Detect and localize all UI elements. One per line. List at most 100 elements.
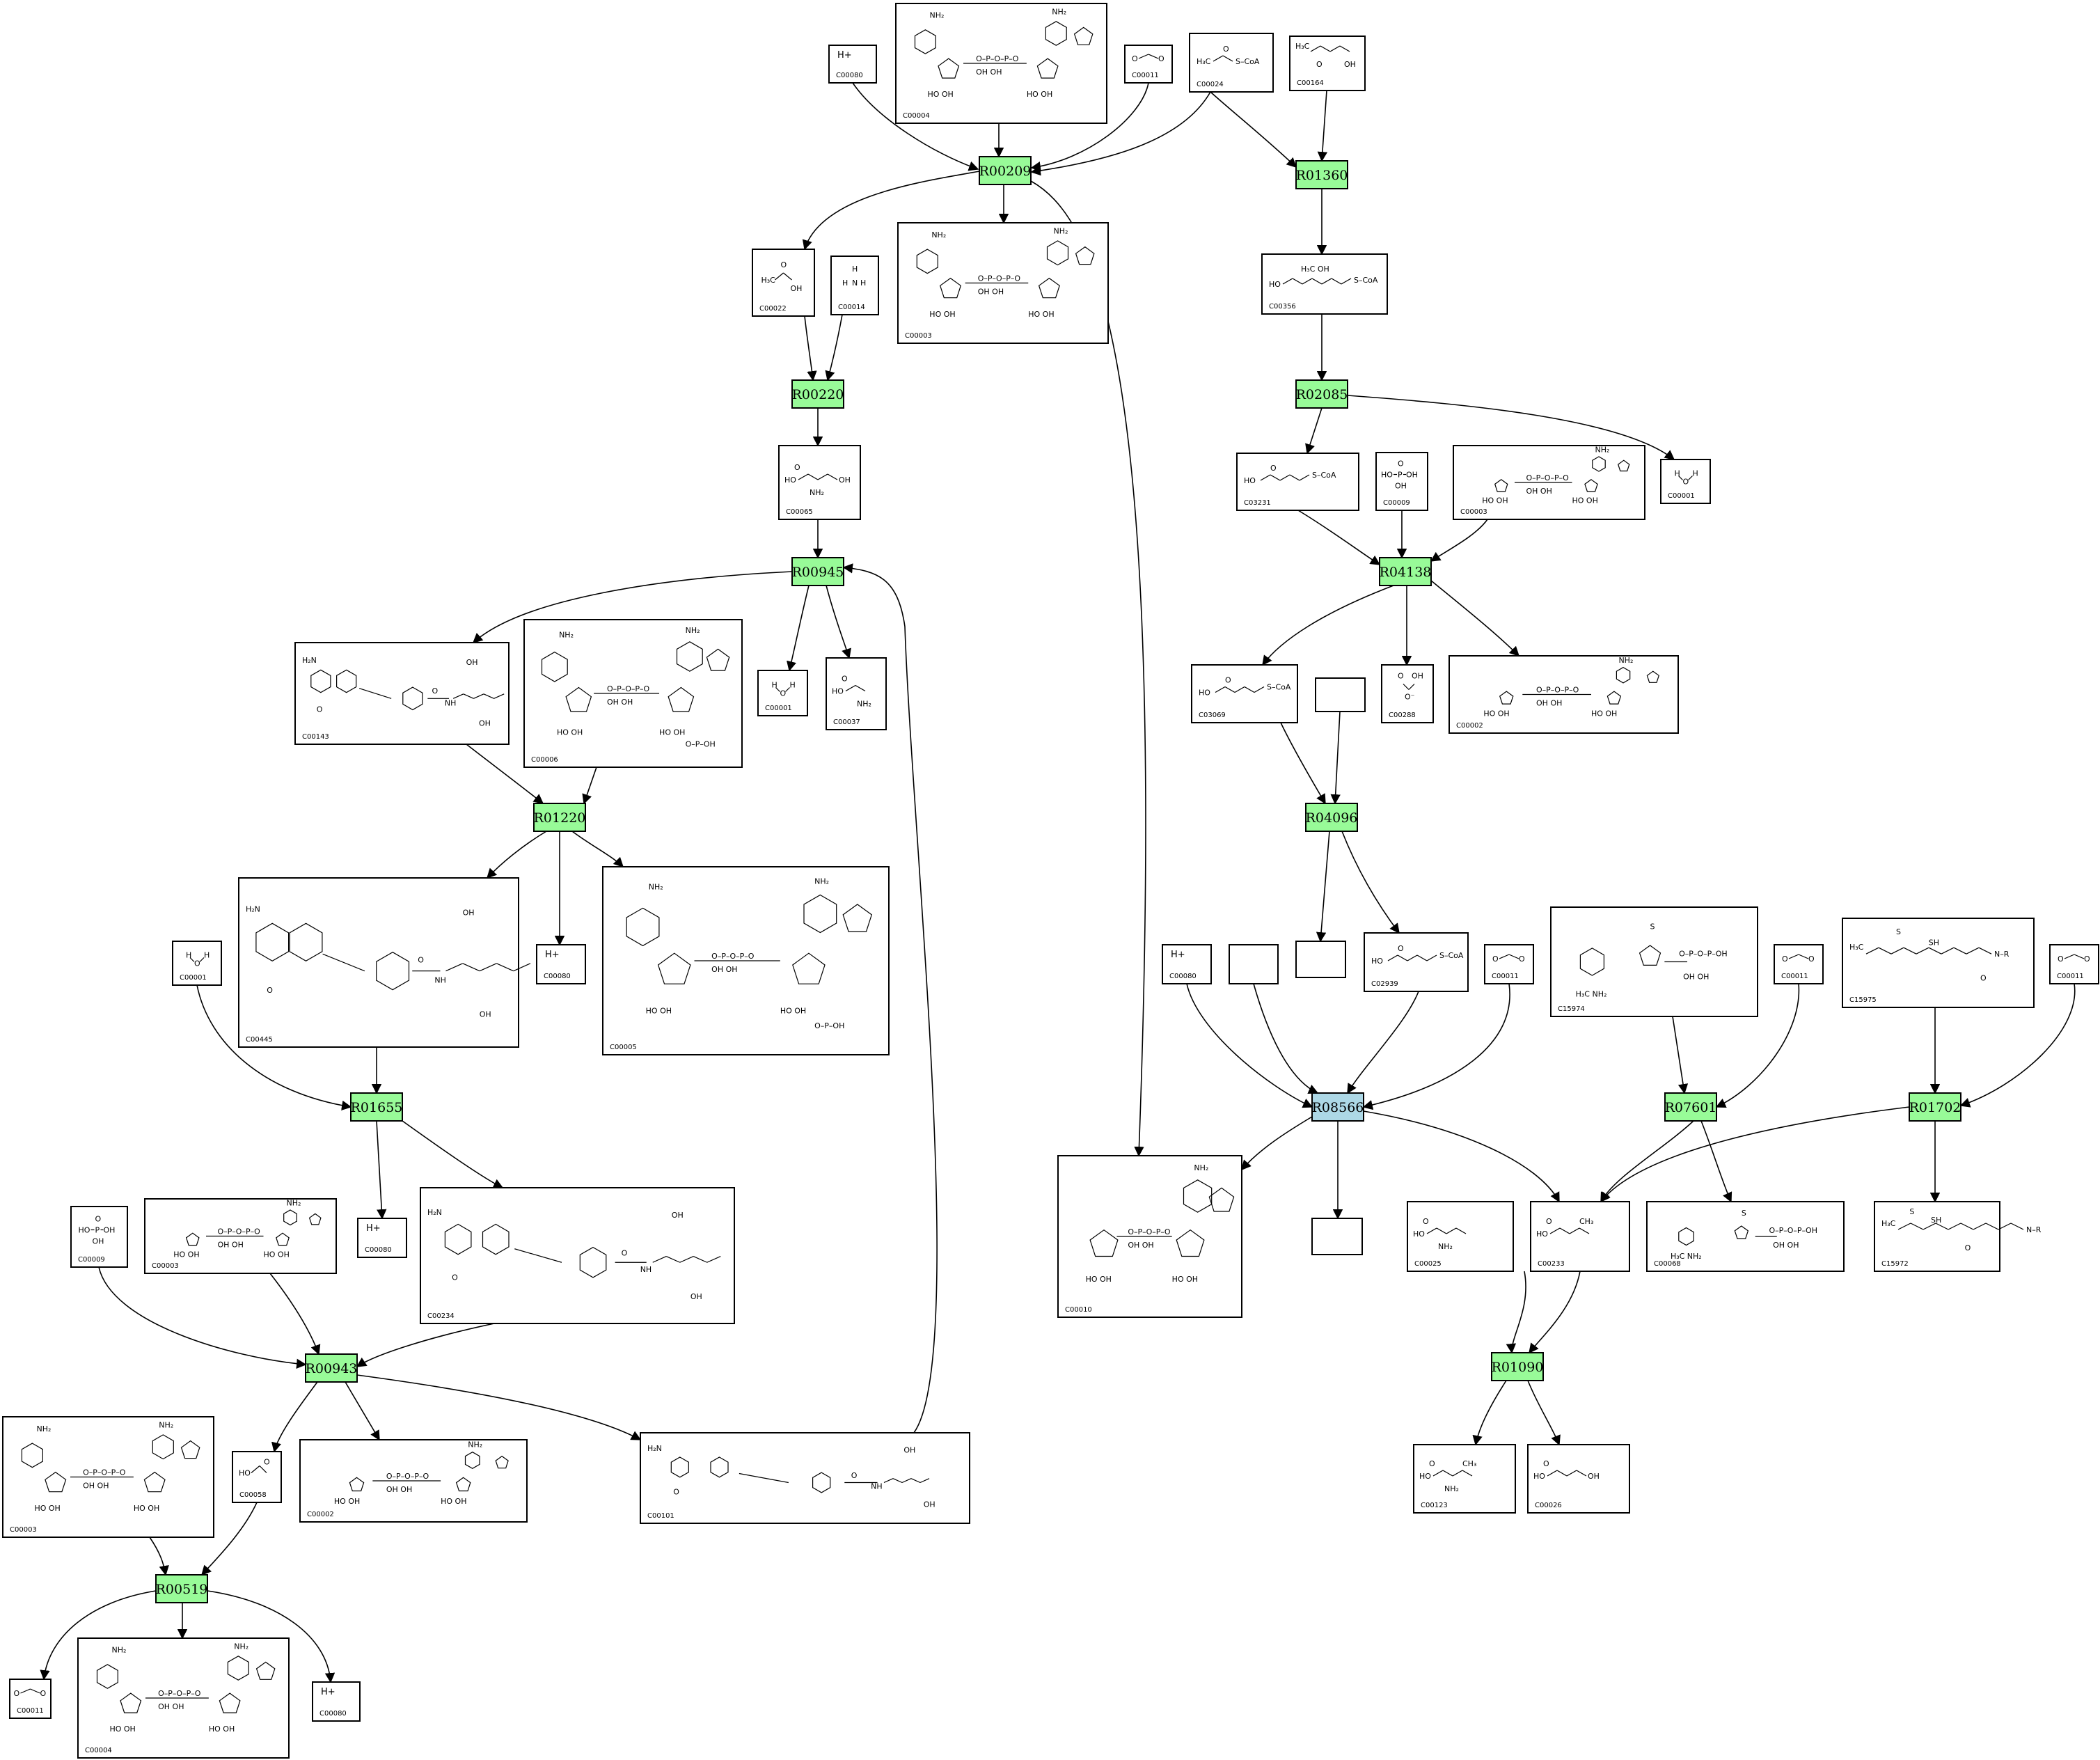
bond [1254,686,1265,693]
atom-label: S–CoA [1267,683,1291,692]
reaction-edge-52 [1959,983,2076,1108]
bond [739,1472,789,1484]
bond [1244,686,1255,693]
reaction-edge-20 [472,571,793,643]
compound-box [1315,677,1366,712]
reaction-node-r00943[interactable]: R00943 [305,1353,358,1383]
ring [455,1477,471,1492]
compound-node-c00080[interactable]: H+C00080 [1162,944,1212,984]
bond [817,473,828,480]
compound-node-unlabeled[interactable] [1315,677,1366,712]
compound-formula: H+ [321,1687,335,1697]
reaction-edge-2 [1030,82,1149,172]
atom-label: NH₂ [1444,1484,1459,1493]
bond [2064,954,2075,959]
reaction-node-r01360[interactable]: R01360 [1295,160,1348,189]
atom-label: HO OH [264,1250,290,1259]
reaction-node-r01702[interactable]: R01702 [1909,1092,1961,1122]
compound-node-c00080[interactable]: H+C00080 [828,45,877,84]
bond [1576,1470,1587,1477]
atom-label: S–CoA [1354,276,1378,285]
reaction-node-r01220[interactable]: R01220 [533,803,586,832]
compound-box [294,642,510,745]
compound-box [312,1681,361,1722]
compound-node-unlabeled[interactable] [1295,941,1346,978]
reaction-node-r01090[interactable]: R01090 [1491,1352,1544,1381]
reaction-node-r01655[interactable]: R01655 [350,1092,403,1122]
reaction-node-r00945[interactable]: R00945 [791,557,844,586]
ring [1073,26,1094,45]
compound-node-unlabeled[interactable] [1229,944,1279,984]
bond [1321,278,1332,285]
reaction-node-r04096[interactable]: R04096 [1305,803,1358,832]
reaction-node-r00220[interactable]: R00220 [791,379,844,409]
reaction-node-r04138[interactable]: R04138 [1379,557,1432,586]
reaction-node-r02085[interactable]: R02085 [1295,379,1348,409]
reaction-node-r07601[interactable]: R07601 [1664,1092,1717,1122]
reaction-node-r00209[interactable]: R00209 [979,156,1032,185]
reaction-edge-29 [1280,722,1326,805]
atom-label: HO OH [1172,1275,1198,1284]
ring [152,1434,174,1460]
atom-label: HO OH [646,1007,672,1016]
reaction-node-r08566[interactable]: R08566 [1311,1092,1364,1122]
bond [1436,1227,1447,1234]
compound-node-c00080[interactable]: H+C00080 [312,1681,361,1722]
compound-id: C00001 [180,974,207,982]
compound-node-unlabeled[interactable] [1311,1218,1363,1255]
bond [679,1256,694,1263]
compound-node-c00080[interactable]: H+C00080 [536,944,586,984]
atom-label: O–P–O–P–O [158,1689,201,1698]
reaction-node-r00519[interactable]: R00519 [155,1574,208,1603]
compound-node-c00080[interactable]: H+C00080 [357,1218,407,1258]
atom-label: OH [690,1292,702,1301]
atom-label: H₂N [647,1444,662,1453]
reaction-edge-19 [1430,519,1488,562]
